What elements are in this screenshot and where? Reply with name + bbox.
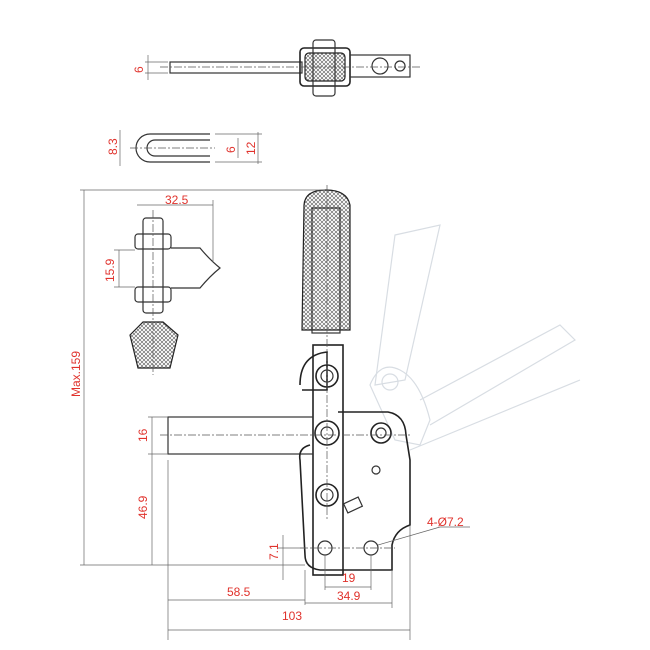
dim-slot-height: 12 <box>244 141 258 155</box>
dim-slot-outer: 8.3 <box>106 138 120 155</box>
dimension-lines <box>80 189 470 640</box>
dim-spindle-reach: 32.5 <box>165 193 189 207</box>
dim-overall-length: 103 <box>282 609 302 623</box>
clamp-side-view <box>160 185 411 576</box>
spindle-detail <box>114 200 221 375</box>
dim-bar-length: 58.5 <box>227 585 251 599</box>
dim-hole-spacing: 19 <box>342 571 356 585</box>
top-view <box>145 39 420 97</box>
dim-bar-height: 16 <box>136 428 150 442</box>
open-position-ghost <box>369 224 581 451</box>
dim-top-thickness: 6 <box>132 66 146 73</box>
dim-slot-width: 6 <box>224 146 238 153</box>
dim-base-width: 34.9 <box>337 589 361 603</box>
dim-nut-spacing: 15.9 <box>103 258 117 282</box>
slot-detail <box>119 130 262 166</box>
dim-max-height: Max.159 <box>69 351 83 397</box>
dim-bar-center-height: 46.9 <box>136 495 150 519</box>
dim-mount-holes: 4-Ø7.2 <box>427 515 464 529</box>
dim-base-hole-offset: 7.1 <box>267 543 281 560</box>
